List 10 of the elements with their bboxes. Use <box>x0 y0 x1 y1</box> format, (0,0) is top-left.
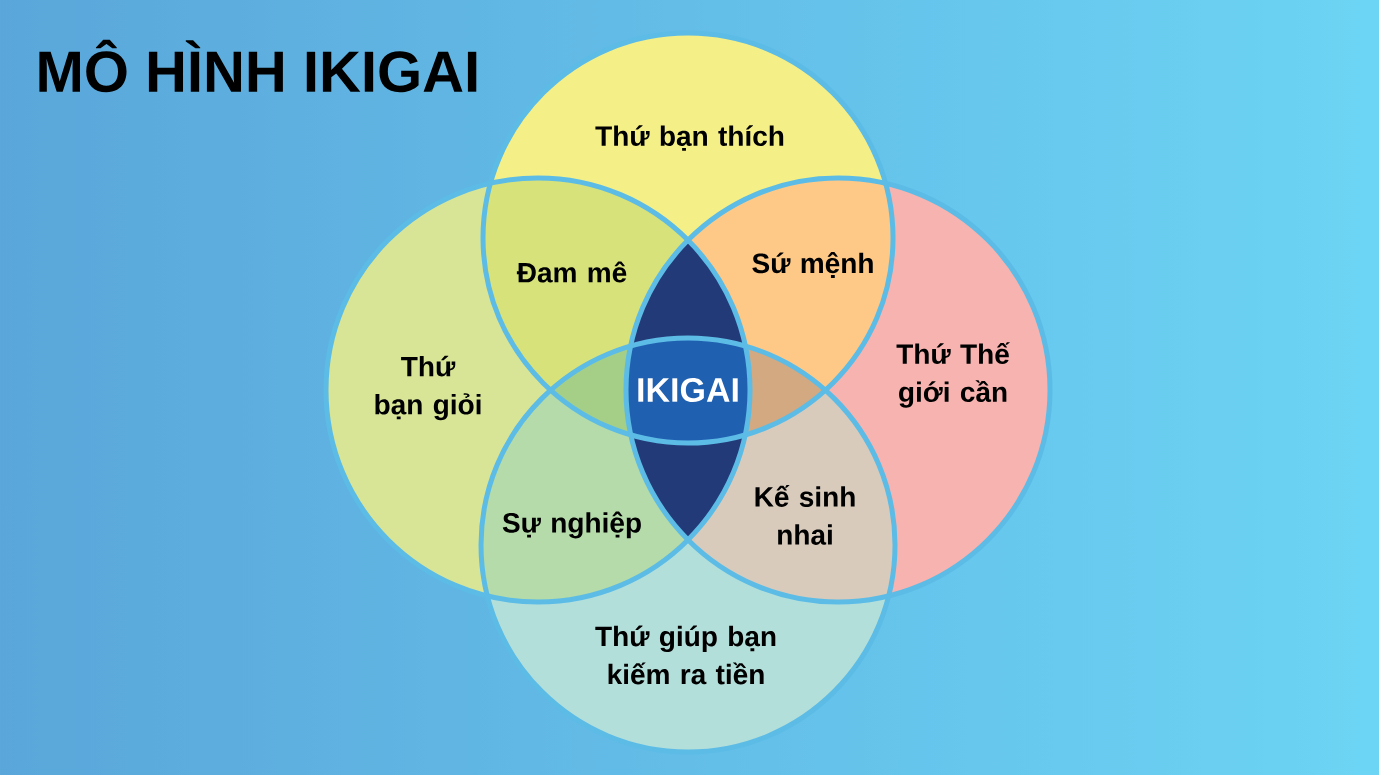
region-label: IKIGAI <box>638 377 738 403</box>
region-label: Thứ giúp bạn kiếm ra tiền <box>595 625 776 685</box>
region-label: Đam mê <box>516 261 627 283</box>
region-label: Thứ Thế giới cần <box>896 342 1010 408</box>
region-label: Thứ bạn giỏi <box>375 355 481 421</box>
title: MÔ HÌNH IKIGAI <box>39 39 477 93</box>
region-label: Sự nghiệp <box>502 511 641 539</box>
region-label: Thứ bạn thích <box>595 125 784 151</box>
region-label: Sứ mệnh <box>752 252 873 278</box>
region-label: Kế sinh nhai <box>755 485 855 545</box>
